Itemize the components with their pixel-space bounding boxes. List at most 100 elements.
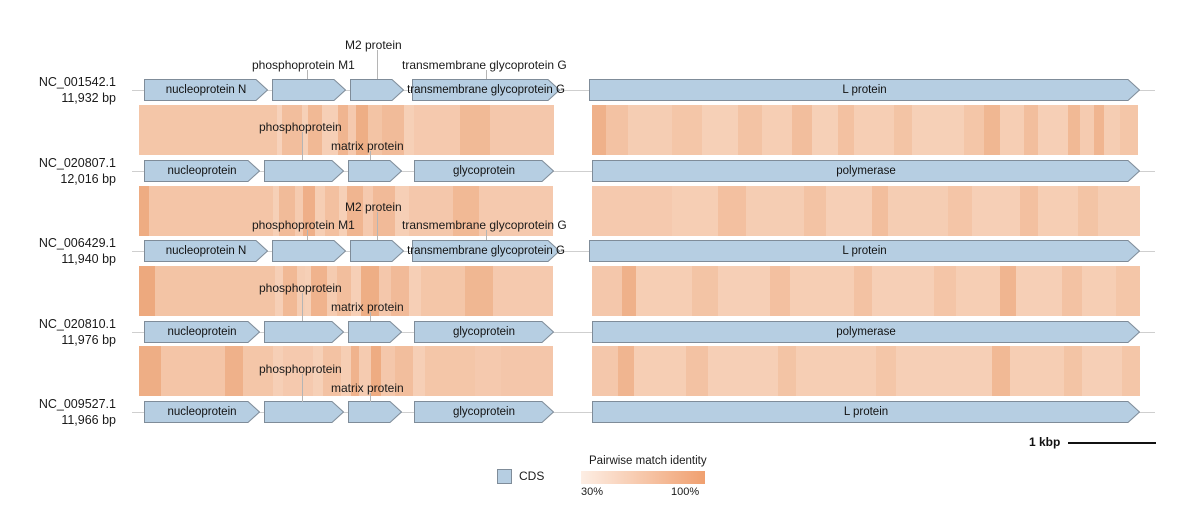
match-stripe — [746, 186, 804, 236]
match-stripe — [1010, 346, 1064, 396]
match-stripe — [738, 105, 762, 155]
match-stripe — [308, 105, 322, 155]
cds-shape — [348, 160, 402, 182]
match-stripe — [338, 105, 348, 155]
genome-length: 12,016 bp — [60, 172, 116, 186]
match-stripe — [618, 346, 634, 396]
genome-length: 11,966 bp — [61, 413, 116, 427]
match-stripe — [718, 186, 746, 236]
match-stripe — [1068, 105, 1080, 155]
match-stripe — [778, 346, 796, 396]
cds-shape — [414, 321, 554, 343]
cds-shape — [144, 401, 260, 423]
match-stripe — [672, 186, 718, 236]
match-stripe — [275, 266, 283, 316]
cds-shape — [589, 240, 1140, 262]
match-stripe — [395, 186, 409, 236]
match-stripe — [139, 346, 161, 396]
match-stripe — [592, 186, 672, 236]
match-stripe — [912, 105, 964, 155]
match-stripe — [413, 346, 425, 396]
cds-arrow-nucleoprotein-n[interactable]: nucleoprotein N — [144, 240, 268, 262]
genome-accession: NC_020807.1 — [38, 156, 116, 170]
cds-arrow[interactable] — [264, 401, 344, 423]
match-stripe — [302, 105, 308, 155]
match-stripe — [872, 266, 934, 316]
match-stripe — [1062, 266, 1082, 316]
cds-arrow-glycoprotein[interactable]: glycoprotein — [414, 401, 554, 423]
match-stripe — [1000, 266, 1016, 316]
cds-arrow[interactable] — [264, 321, 344, 343]
legend-gradient-bar — [581, 471, 705, 484]
match-stripe — [770, 266, 790, 316]
gene-annotation-label: transmembrane glycoprotein G — [402, 218, 567, 232]
match-stripe — [414, 105, 460, 155]
gene-annotation-label: phosphoprotein M1 — [252, 218, 355, 232]
cds-shape — [264, 401, 344, 423]
cds-arrow-glycoprotein[interactable]: glycoprotein — [414, 321, 554, 343]
gene-annotation-label: transmembrane glycoprotein G — [402, 58, 567, 72]
match-stripe — [395, 346, 413, 396]
cds-arrow-transmembrane-glycoprotein-g[interactable]: transmembrane glycoprotein G — [407, 79, 565, 101]
match-stripe — [804, 186, 826, 236]
scale-bar-line — [1068, 442, 1156, 444]
match-stripe — [708, 346, 778, 396]
match-stripe — [628, 105, 672, 155]
match-stripe — [382, 105, 404, 155]
cds-arrow[interactable] — [348, 401, 402, 423]
cds-arrow[interactable] — [348, 160, 402, 182]
match-stripe — [311, 266, 327, 316]
match-stripe — [493, 266, 553, 316]
cds-shape — [592, 401, 1140, 423]
cds-arrow-glycoprotein[interactable]: glycoprotein — [414, 160, 554, 182]
match-stripe — [368, 105, 382, 155]
cds-arrow-nucleoprotein[interactable]: nucleoprotein — [144, 160, 260, 182]
cds-shape — [272, 79, 346, 101]
annotation-leader-line — [377, 212, 378, 240]
legend-gradient-title: Pairwise match identity — [589, 455, 707, 467]
match-stripe — [672, 105, 702, 155]
cds-arrow[interactable] — [272, 240, 346, 262]
annotation-leader-line — [486, 230, 487, 240]
match-stripe — [1116, 266, 1140, 316]
cds-shape — [264, 321, 344, 343]
match-stripe — [421, 266, 465, 316]
cds-shape — [414, 401, 554, 423]
cds-arrow-nucleoprotein-n[interactable]: nucleoprotein N — [144, 79, 268, 101]
cds-arrow[interactable] — [350, 240, 404, 262]
cds-arrow-l-protein[interactable]: L protein — [592, 401, 1140, 423]
match-stripe — [356, 105, 368, 155]
cds-arrow-nucleoprotein[interactable]: nucleoprotein — [144, 401, 260, 423]
match-stripe — [381, 346, 395, 396]
cds-arrow-nucleoprotein[interactable]: nucleoprotein — [144, 321, 260, 343]
match-stripe — [225, 346, 243, 396]
cds-arrow-l-protein[interactable]: L protein — [589, 240, 1140, 262]
match-stripe — [351, 266, 361, 316]
match-stripe — [1082, 346, 1122, 396]
cds-arrow[interactable] — [264, 160, 344, 182]
match-stripe — [490, 105, 554, 155]
cds-arrow-l-protein[interactable]: L protein — [589, 79, 1140, 101]
match-stripe — [1020, 186, 1038, 236]
cds-arrow-polymerase[interactable]: polymerase — [592, 160, 1140, 182]
cds-arrow-transmembrane-glycoprotein-g[interactable]: transmembrane glycoprotein G — [407, 240, 565, 262]
genome-accession: NC_001542.1 — [38, 75, 116, 89]
cds-shape — [592, 321, 1140, 343]
match-stripe — [313, 346, 323, 396]
match-stripe — [139, 105, 277, 155]
match-stripe — [303, 186, 315, 236]
cds-arrow[interactable] — [350, 79, 404, 101]
gene-annotation-label: M2 protein — [345, 200, 402, 214]
cds-arrow[interactable] — [272, 79, 346, 101]
cds-shape — [592, 160, 1140, 182]
genome-accession: NC_006429.1 — [38, 236, 116, 250]
match-stripe — [315, 186, 325, 236]
cds-arrow[interactable] — [348, 321, 402, 343]
match-stripe — [149, 186, 273, 236]
annotation-leader-line — [370, 312, 371, 321]
gene-annotation-label: matrix protein — [331, 381, 404, 395]
cds-arrow-polymerase[interactable]: polymerase — [592, 321, 1140, 343]
gene-annotation-label: matrix protein — [331, 300, 404, 314]
match-stripe — [812, 105, 838, 155]
